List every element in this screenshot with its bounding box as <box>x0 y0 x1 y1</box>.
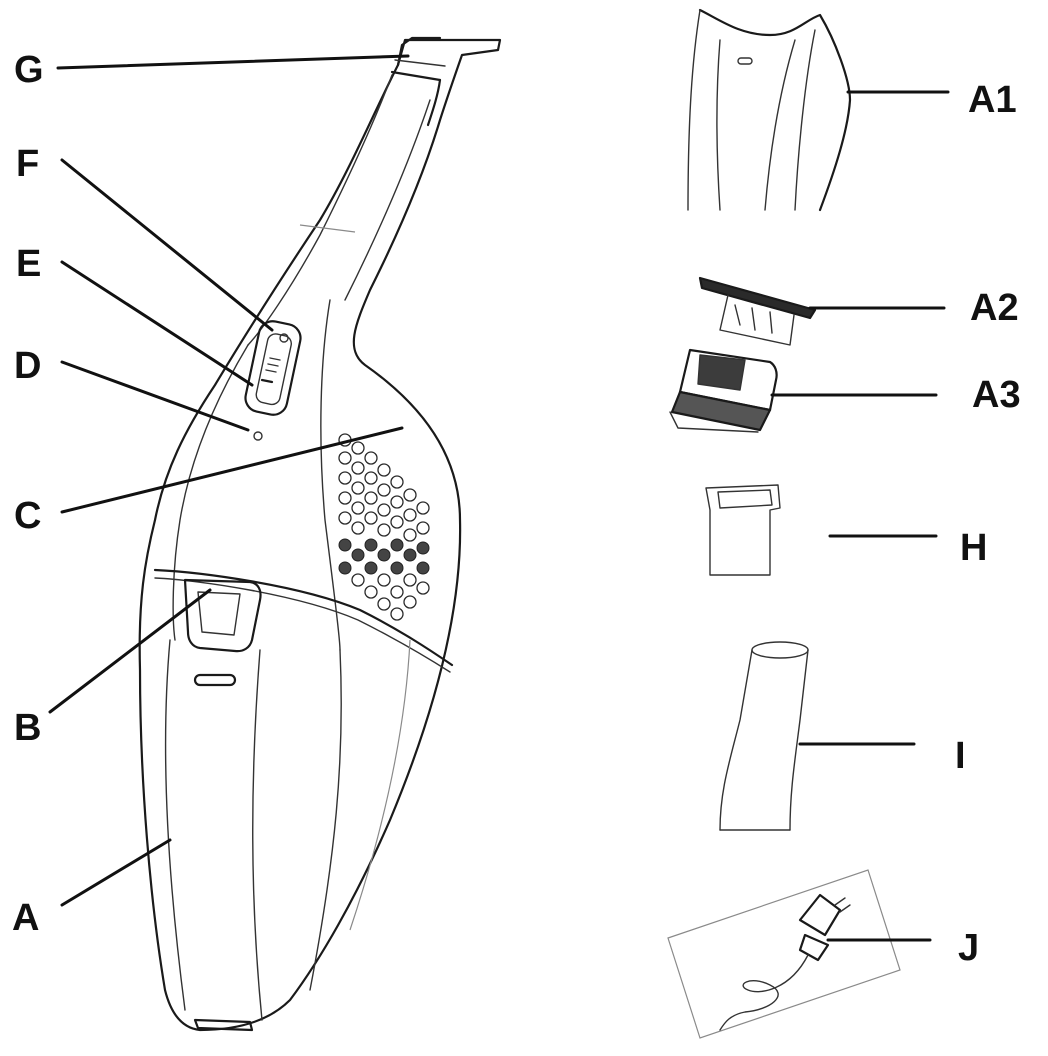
vent-grille <box>338 433 430 621</box>
leader-c <box>60 426 404 514</box>
label-i: I <box>955 735 966 777</box>
leader-f <box>60 158 274 332</box>
part-h-brush-tool <box>705 484 781 576</box>
leader-e <box>60 260 254 387</box>
part-a3-filter <box>669 348 778 433</box>
label-a1: A1 <box>968 79 1017 121</box>
label-f: F <box>16 143 39 185</box>
leader-b <box>48 588 212 714</box>
leader-g <box>56 54 410 70</box>
label-d: D <box>14 345 41 387</box>
leader-d <box>60 360 250 432</box>
label-b: B <box>14 707 41 749</box>
label-a: A <box>12 897 39 939</box>
part-a2-filter-cover <box>698 276 817 346</box>
label-c: C <box>14 495 41 537</box>
part-j-charger <box>667 869 901 1039</box>
label-h: H <box>960 527 987 569</box>
label-a2: A2 <box>970 287 1019 329</box>
leader-a <box>60 838 172 907</box>
vacuum-body <box>138 36 502 1032</box>
label-j: J <box>958 927 979 969</box>
label-g: G <box>14 49 44 91</box>
label-e: E <box>16 243 41 285</box>
label-a3: A3 <box>972 374 1021 416</box>
part-i-crevice-tool <box>719 641 809 831</box>
part-a1-dust-bowl <box>687 8 852 212</box>
